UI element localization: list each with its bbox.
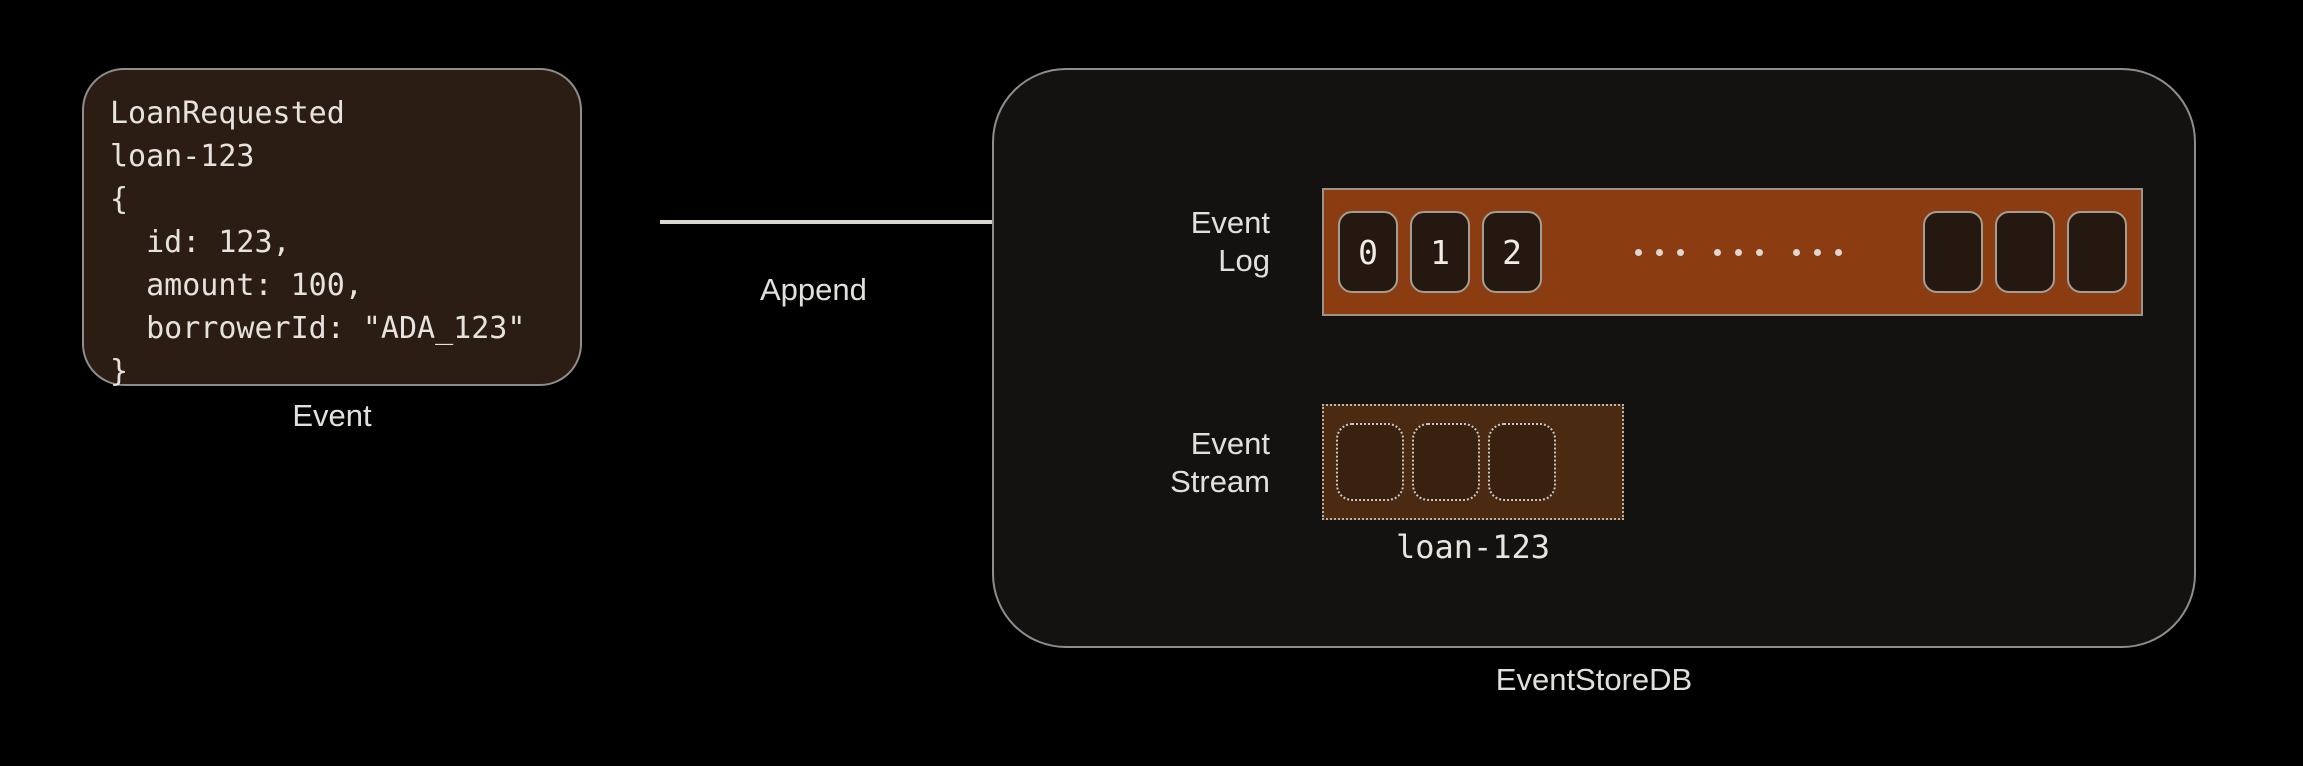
event-log-cell[interactable]: 0 [1338,211,1398,293]
ellipsis-dot [1793,248,1800,256]
eventstoredb-container [992,68,2196,648]
event-log-label: Event Log [1190,205,1270,278]
event-card-caption: Event [292,398,372,433]
ellipsis-group [1635,248,1684,256]
event-log-cell[interactable]: 1 [1410,211,1470,293]
append-label: Append [760,272,867,307]
event-log-cell-empty[interactable] [2067,211,2127,293]
ellipsis-dot [1714,248,1721,256]
event-stream-box [1322,404,1624,520]
ellipsis-dot [1814,248,1821,256]
event-log-ellipsis [1554,248,1923,256]
ellipsis-dot [1635,248,1642,256]
event-stream-cell[interactable] [1336,423,1404,501]
ellipsis-group [1714,248,1763,256]
event-stream-cell[interactable] [1412,423,1480,501]
ellipsis-dot [1677,248,1684,256]
ellipsis-dot [1756,248,1763,256]
event-log-bar: 0 1 2 [1322,188,2143,316]
event-stream-label: Event Stream [1170,426,1270,499]
event-log-cell-empty[interactable] [1995,211,2055,293]
ellipsis-dot [1835,248,1842,256]
ellipsis-group [1793,248,1842,256]
event-card: LoanRequested loan-123 { id: 123, amount… [82,68,582,389]
eventstoredb-caption: EventStoreDB [1495,662,1693,697]
ellipsis-dot [1656,248,1663,256]
ellipsis-dot [1735,248,1742,256]
event-log-cell-empty[interactable] [1923,211,1983,293]
event-stream-name: loan-123 [1395,528,1551,566]
event-stream-cell[interactable] [1488,423,1556,501]
event-card-code: LoanRequested loan-123 { id: 123, amount… [110,96,526,389]
event-log-cell[interactable]: 2 [1482,211,1542,293]
